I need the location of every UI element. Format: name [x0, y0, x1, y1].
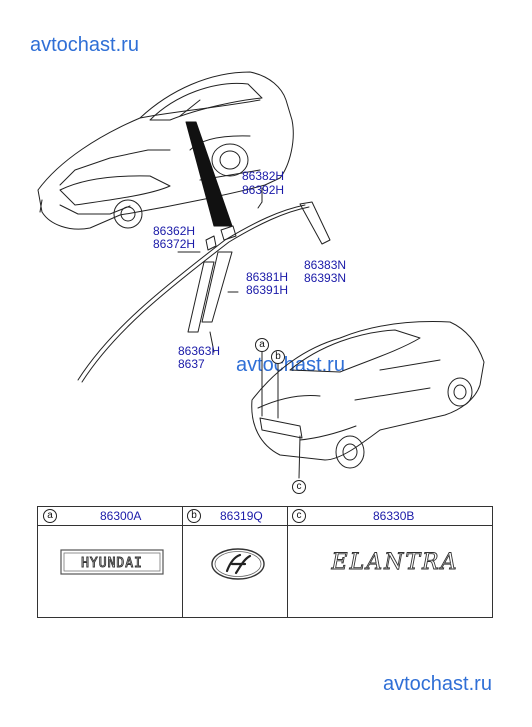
roof-molding [77, 201, 331, 383]
part-number-86382H: 86382H [242, 169, 285, 183]
rear-car-illustration [251, 321, 485, 469]
pillar-garnish [187, 235, 233, 333]
watermark-bottom: avtochast.ru [383, 673, 492, 695]
emblem-table: a 86300A HYUNDAI b 86319Q c 86330B ELANT… [37, 506, 493, 618]
part-number-86363H: 86363H [178, 344, 221, 358]
callout-c: c [292, 480, 306, 494]
parts-diagram [37, 71, 485, 479]
svg-text:ELANTRA: ELANTRA [331, 550, 459, 575]
callout-a: a [255, 338, 269, 352]
cell-b-letter: b [187, 509, 201, 523]
hyundai-logo-icon [211, 548, 265, 580]
part-number-86362H: 86362H [153, 224, 196, 238]
part-number-86383N: 86383N [304, 258, 347, 272]
cell-a-part-number: 86300A [100, 509, 142, 523]
callout-b: b [271, 350, 285, 364]
elantra-wordmark-emblem: ELANTRA [330, 550, 459, 576]
hyundai-wordmark-emblem: HYUNDAI [60, 549, 164, 575]
watermark-middle: avtochast.ru [236, 354, 345, 376]
part-number-86393N: 86393N [304, 271, 347, 285]
watermark-top: avtochast.ru [30, 34, 139, 56]
front-car-illustration [37, 71, 294, 230]
cell-b-part-number: 86319Q [220, 509, 263, 523]
part-number-86372H: 86372H [153, 237, 196, 251]
svg-text:HYUNDAI: HYUNDAI [81, 556, 143, 571]
part-number-86391H: 86391H [246, 283, 289, 297]
table-divider [182, 507, 183, 617]
part-number-86392H: 86392H [242, 183, 285, 197]
part-number-8637x: 8637 [178, 357, 205, 371]
cell-c-part-number: 86330B [373, 509, 415, 523]
table-divider [287, 507, 288, 617]
cell-c-letter: c [292, 509, 306, 523]
emblem-table-header [38, 507, 492, 526]
part-number-86381H: 86381H [246, 270, 289, 284]
cell-a-letter: a [43, 509, 57, 523]
